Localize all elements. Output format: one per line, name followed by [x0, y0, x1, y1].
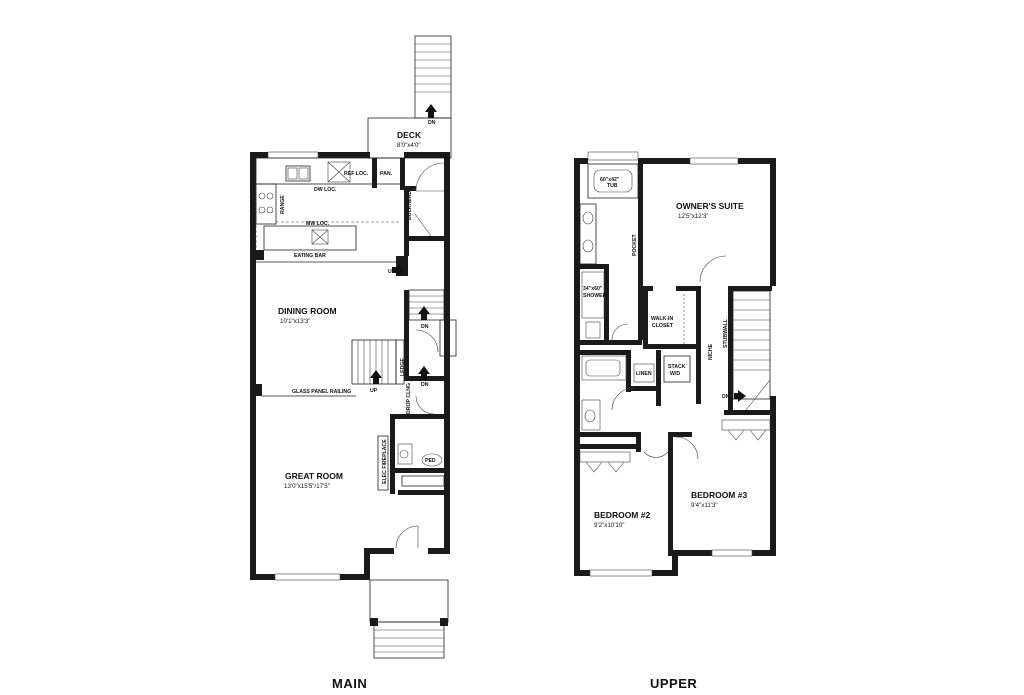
niche-label: NICHE	[708, 343, 714, 360]
main-floor-plan: DN	[250, 35, 457, 659]
pedestal-label: PED	[425, 458, 436, 464]
bedroom-2-name: BEDROOM #2	[594, 510, 650, 520]
kitchen-window	[267, 151, 319, 159]
side-window	[439, 319, 457, 357]
owners-suite-name: OWNER'S SUITE	[676, 201, 744, 211]
deck-dim: 8'0"x4'0"	[397, 142, 421, 149]
bedroom-closets	[579, 419, 771, 473]
drop-clng-label: DROP CLNG	[406, 383, 412, 414]
tub-label: TUB	[607, 183, 618, 189]
ref-loc-label: REF LOC.	[344, 171, 369, 177]
great-room-dim: 13'0"x15'5"/17'5"	[284, 483, 330, 490]
closet	[401, 475, 445, 487]
range-label: RANGE	[280, 195, 286, 214]
shower	[581, 271, 605, 319]
pocket-label: POCKET	[632, 234, 638, 256]
dn-label-2: DN	[421, 382, 429, 388]
up-label-1: UP	[388, 269, 396, 275]
owners-suite-dim: 12'5"x12'3"	[678, 213, 709, 220]
shower-label: SHOWER	[583, 293, 607, 299]
deck-dn-label: DN	[428, 120, 436, 126]
main-floor-title: MAIN	[332, 676, 367, 691]
bedroom-2-window	[589, 569, 653, 577]
bulkhead-label: BULKHEAD	[407, 191, 413, 220]
powder-room	[397, 443, 443, 467]
upper-dn-label: DN	[722, 394, 730, 400]
upper-floor-title: UPPER	[650, 676, 697, 691]
ledge-label: LEDGE	[400, 358, 406, 376]
upper-floor-plan: 60"x42" TUB	[574, 151, 776, 577]
walkin-label-2: CLOSET	[652, 323, 674, 329]
upper-bath-window	[587, 151, 639, 161]
eating-bar-label: EATING BAR	[294, 253, 326, 259]
stubwall-label: STUBWALL	[723, 318, 729, 348]
front-door-arc	[395, 525, 419, 549]
double-vanity	[579, 203, 597, 265]
owners-door-arc	[699, 255, 727, 283]
shower-size-label: 34"x60"	[583, 286, 603, 292]
mw-loc-label: MW LOC.	[306, 221, 330, 227]
main-exterior-walls	[250, 152, 450, 580]
owners-window	[689, 157, 739, 165]
glass-railing-label: GLASS PANEL RAILING	[292, 389, 351, 395]
wd-label: W/D	[670, 371, 680, 377]
tub-size-label: 60"x42"	[600, 177, 620, 183]
deck-stairs: DN	[414, 35, 452, 126]
stack-label: STACK	[668, 364, 686, 370]
bedroom-3-window	[711, 549, 753, 557]
electric-fireplace	[377, 435, 389, 491]
bedroom-3-name: BEDROOM #3	[691, 490, 747, 500]
dn-label-1: DN	[421, 324, 429, 330]
great-room-window	[274, 573, 341, 581]
main-staircase	[351, 264, 445, 385]
upper-interior-walls	[580, 164, 774, 556]
main-entry-door-arc	[415, 162, 445, 192]
bedroom-2-dim: 9'2"x10'10"	[594, 522, 625, 529]
pantry-label: PAN.	[380, 171, 393, 177]
dining-room-dim: 10'1"x13'3"	[280, 318, 311, 325]
upper-staircase	[732, 290, 771, 411]
up-label-2: UP	[370, 388, 378, 394]
bedroom-3-dim: 9'4"x11'3"	[691, 502, 718, 509]
dw-loc-label: DW LOC.	[314, 187, 337, 193]
deck-name: DECK	[397, 130, 422, 140]
linen-label: LINEN	[636, 371, 652, 377]
walkin-label-1: WALK-IN	[651, 316, 673, 322]
dining-room-name: DINING ROOM	[278, 306, 337, 316]
front-porch	[369, 579, 449, 659]
kitchen	[255, 157, 405, 263]
great-room-name: GREAT ROOM	[285, 471, 343, 481]
elec-fireplace-label: ELEC FIREPLACE	[382, 439, 388, 484]
